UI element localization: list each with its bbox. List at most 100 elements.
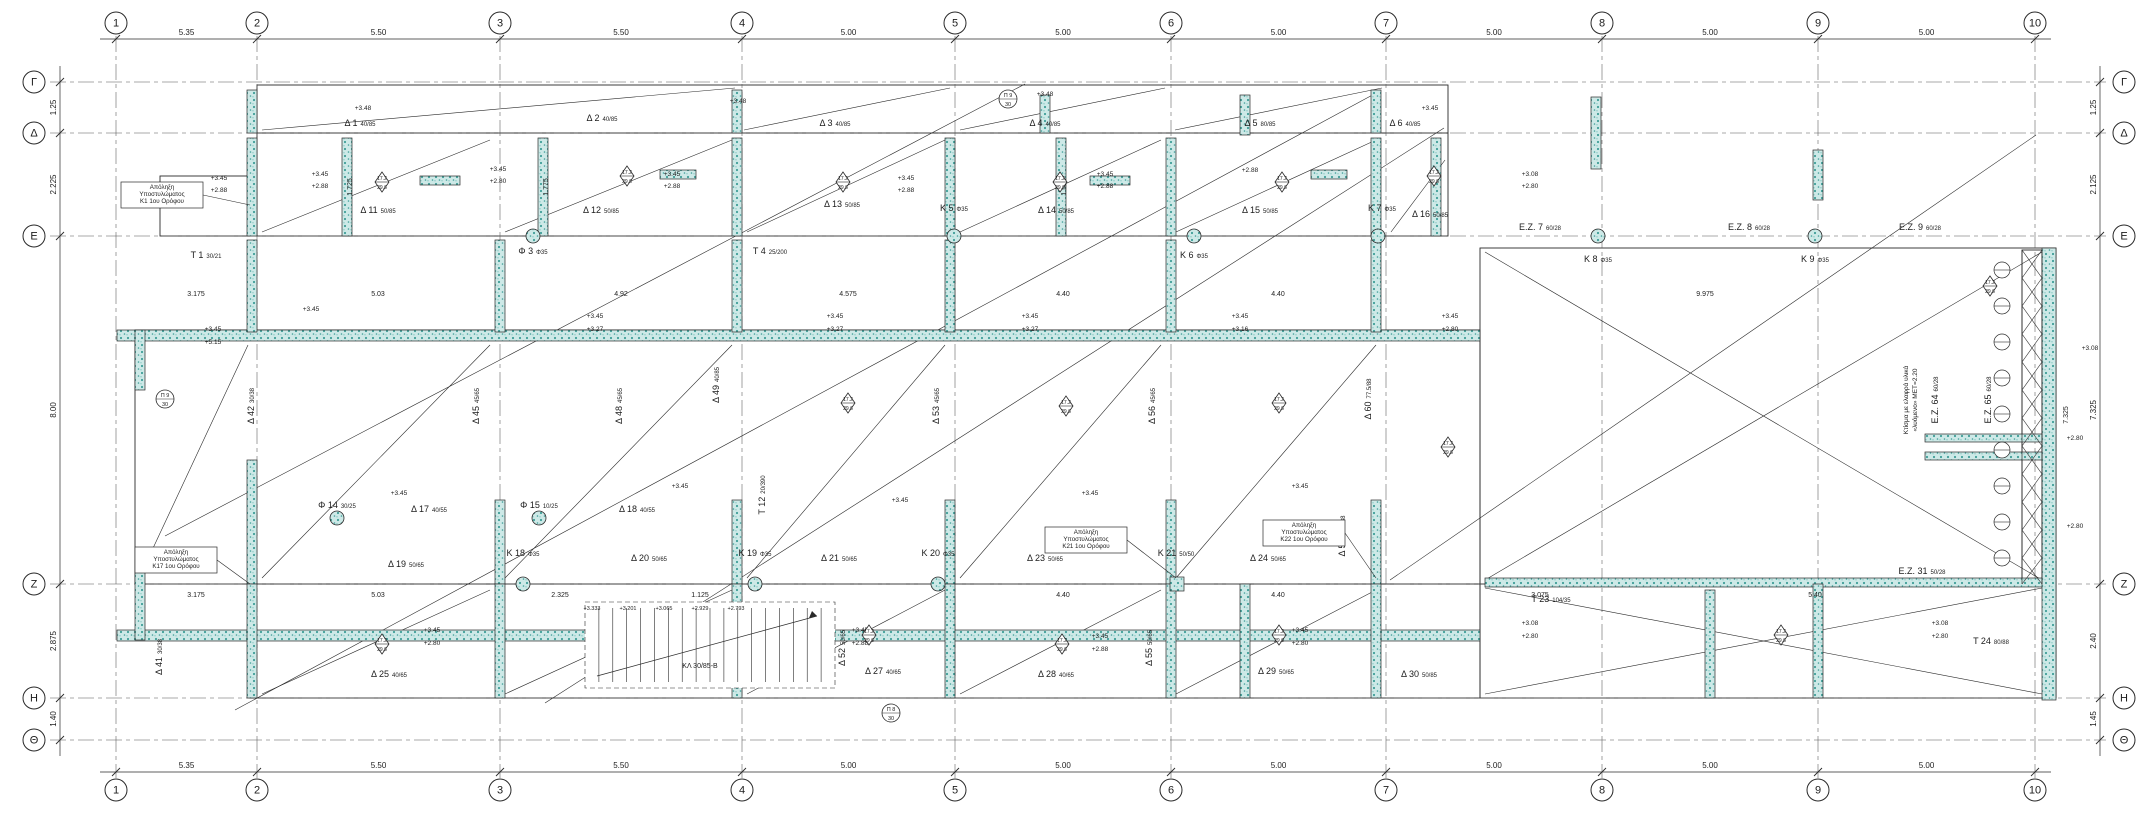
round-column [515,576,531,592]
axis-bubble-right [2112,728,2136,752]
interior-dimension-value: 5.40 [1808,592,1822,599]
top-dimension-value: 5.00 [1271,28,1287,37]
annotation-text: Απόληξη [1074,529,1099,536]
top-dimension-value: 5.00 [841,28,857,37]
annotation-text: Απόληξη [1292,522,1317,529]
wall-hatched [1812,583,1824,699]
elevation-marker: +3.45 [827,313,844,320]
wall-hatched [419,175,461,186]
wall-hatched [944,583,956,699]
elevation-marker: +3.45 [1232,313,1249,320]
axis-bubble-top-label: 9 [1815,18,1821,30]
wall-hatched [1704,589,1716,699]
left-dimension-value: 1.40 [49,711,58,727]
bottom-dimension-value: 5.00 [1055,761,1071,770]
wall-hatched [944,499,956,585]
zigzag-brace-line [2021,249,2043,279]
round-column [1370,228,1386,244]
axis-bubble-top [488,11,512,35]
round-column [1807,228,1823,244]
section-diamond-bottom-value: 29.6 [1443,450,1453,456]
axis-bubble-right [2112,686,2136,710]
elevation-marker: +3.48 [1037,91,1054,98]
wall-hatched [1430,137,1442,237]
axis-bubble-left-label: Θ [30,735,39,747]
pi-circle-bottom-value: 30 [1005,102,1011,108]
bottom-dimension-tick [1597,767,1607,777]
bottom-dimension-tick [950,767,960,777]
interior-dimension-value: 1.775 [543,178,550,196]
axis-bubble-right-label: Ζ [2121,579,2128,591]
elevation-marker: +2.88 [211,187,228,194]
axis-bubble-right [2112,121,2136,145]
wall-hatched [1039,94,1051,134]
interior-dimension-value: 3.175 [187,291,205,298]
wall-hatched [731,137,743,237]
stair-direction-arrow [596,615,818,677]
pi-circle-top-value: Π 8 [887,707,896,713]
interior-dimension-value: 4.40 [1271,592,1285,599]
axis-bubble-top-label: 4 [739,18,745,30]
section-diamond-bottom-value: 29.6 [1274,638,1284,644]
interior-dimension-value: 1.125 [691,592,709,599]
slab-diagonal-line [1389,134,2037,581]
zigzag-brace-line [2021,333,2043,363]
right-dimension-tick [2095,128,2105,138]
wall-hatched [1165,583,1177,699]
annotation-text: Κ22 1ου Ορόφου [1280,536,1328,543]
axis-bubble-top-label: 3 [497,18,503,30]
axis-bubble-bottom-label: 2 [254,785,260,797]
pi-circle-top-value: Π 9 [1004,93,1013,99]
left-dimension-value: 2.225 [49,174,58,195]
stair-elevation-label: +3.065 [656,606,673,612]
axis-bubble-right-label: Η [2120,693,2128,705]
section-diamond-bottom-value: 29.6 [864,638,874,644]
slab-diagonal-line [959,344,1162,579]
axis-bubble-right [2112,224,2136,248]
annotation-text: Απόληξη [150,184,175,191]
elevation-marker: +3.45 [1092,633,1109,640]
annotation-box [1262,519,1346,547]
slab-label: Δ 4545/65 [471,387,481,424]
stair-elevation-label: +2.793 [728,606,745,612]
annotation-text: Υποστυλώματος [139,191,184,198]
wall-hatched [116,329,1481,342]
elevation-marker: +3.45 [1082,490,1099,497]
section-diamond-bottom-value: 29.6 [1274,406,1284,412]
axis-bubble-right-label: Ε [2120,231,2127,243]
beam-label: Ε.Ζ. 6560/28 [1983,376,1993,424]
top-dimension-tick [1166,34,1176,44]
elevation-marker: +3.45 [1442,313,1459,320]
top-dimension-tick [1381,34,1391,44]
side-note-text: Κτίσμα με ελαφρά υλικά [1902,365,1910,434]
elevation-marker: +3.08 [1932,620,1949,627]
axis-bubble-top-label: 7 [1383,18,1389,30]
axis-bubble-right-label: Δ [2120,128,2128,140]
axis-bubble-top [245,11,269,35]
round-column [930,576,946,592]
bottom-dimension-value: 5.50 [371,761,387,770]
zigzag-brace-line [2021,557,2043,585]
section-diamond-bottom-value: 29.6 [1055,185,1065,191]
section-diamond-bottom-value: 29.6 [1057,647,1067,653]
section-diamond-bottom-value: 29.6 [377,185,387,191]
elevation-marker: +2.80 [1292,640,1309,647]
axis-bubble-bottom [1159,778,1183,802]
slab-diagonal-line [1174,87,1383,131]
wall-hatched [537,137,549,237]
stair-elevation-label: +3.333 [584,606,601,612]
